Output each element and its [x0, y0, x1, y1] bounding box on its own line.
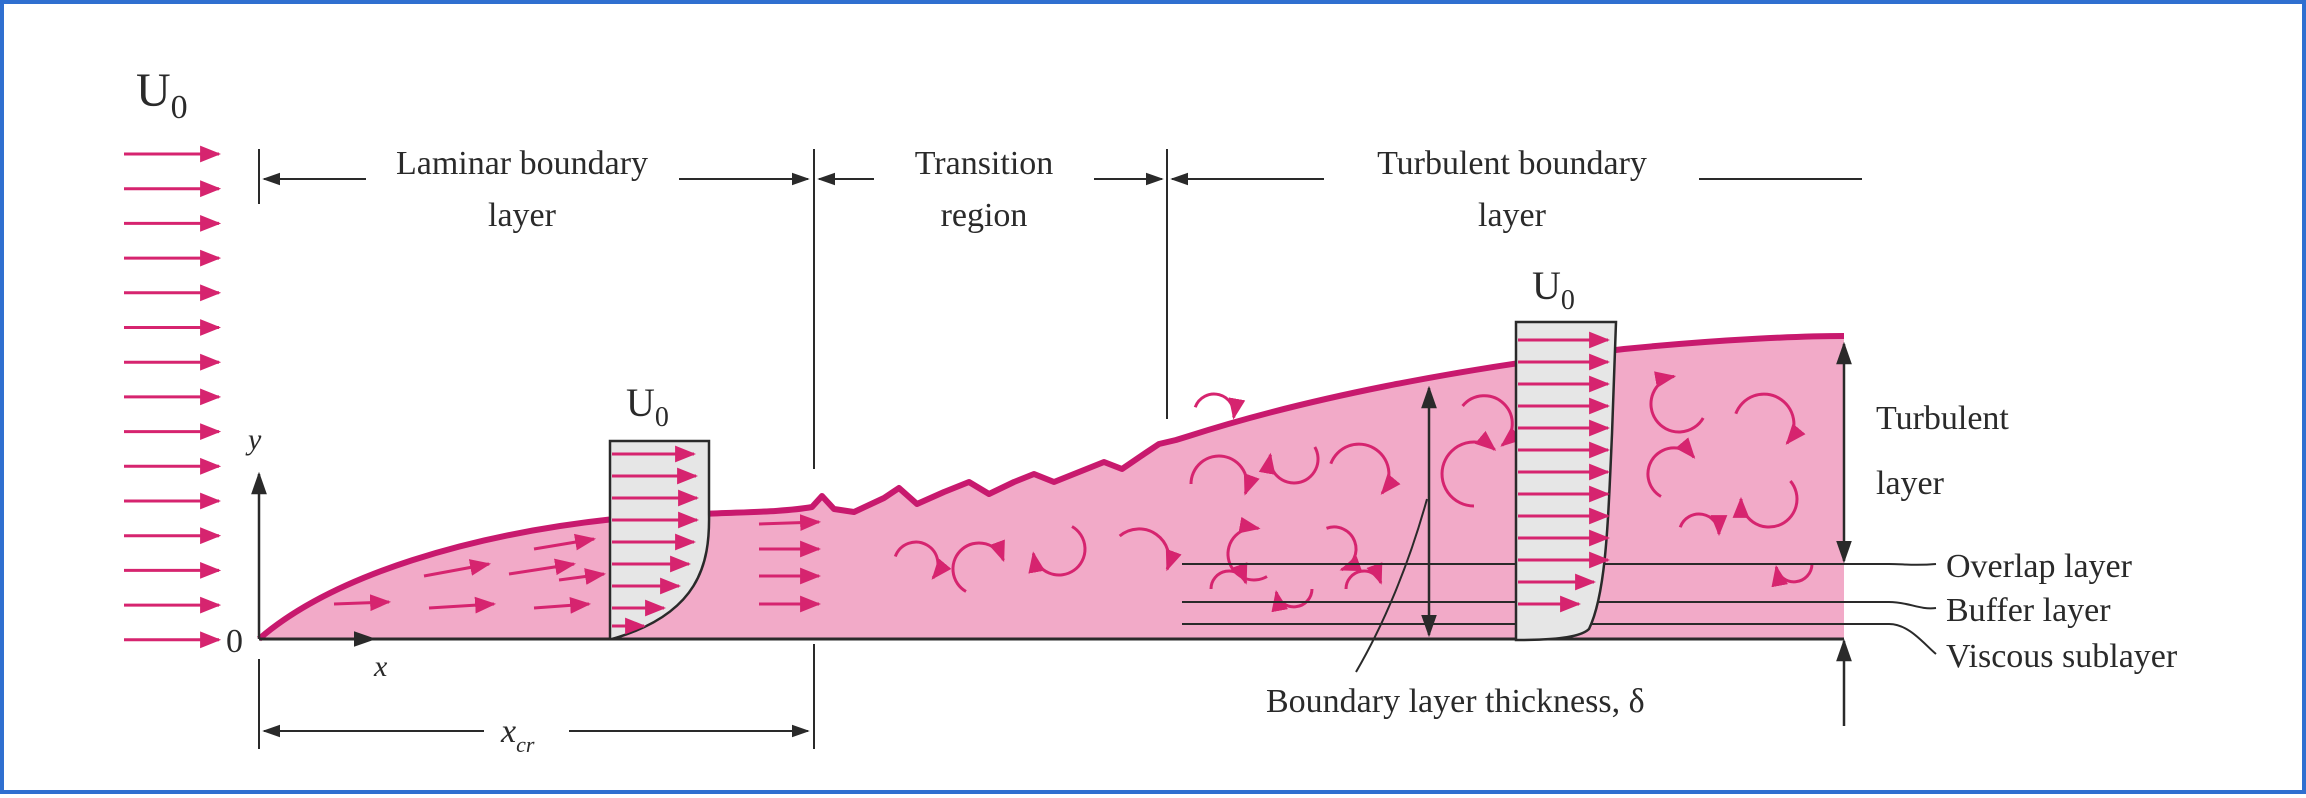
turbulent-profile-label: U0 — [1532, 263, 1575, 316]
boundary-layer-diagram: U0 Laminar boundary layer Transition reg… — [4, 4, 2306, 798]
thickness-label: Boundary layer thickness, δ — [1266, 683, 1645, 720]
laminar-profile-label: U0 — [626, 380, 669, 433]
eddy-swirl — [1195, 394, 1234, 418]
laminar-label-line1: Laminar boundary — [396, 145, 648, 182]
viscous-leader — [1889, 624, 1936, 654]
free-stream-label: U0 — [136, 64, 188, 126]
free-stream-arrows — [124, 154, 219, 640]
origin-label: 0 — [226, 623, 243, 660]
turbulent-layer-label-line1: Turbulent — [1876, 400, 2009, 437]
y-axis-label: y — [245, 423, 262, 456]
laminar-flow-arrow — [759, 522, 819, 524]
buffer-leader — [1889, 602, 1936, 608]
overlap-layer-label: Overlap layer — [1946, 548, 2133, 585]
turbulent-profile-shape — [1516, 322, 1616, 640]
turbulent-layer-label-line2: layer — [1876, 465, 1945, 502]
transition-label-line1: Transition — [915, 145, 1054, 182]
turbulent-label-line2: layer — [1478, 197, 1547, 234]
transition-label-line2: region — [941, 197, 1028, 234]
xcr-label: xcr — [500, 713, 535, 757]
turbulent-label-line1: Turbulent boundary — [1377, 145, 1647, 182]
viscous-sublayer-label: Viscous sublayer — [1946, 638, 2178, 675]
laminar-label-line2: layer — [488, 197, 557, 234]
overlap-leader — [1889, 564, 1936, 565]
laminar-flow-arrow — [334, 602, 389, 604]
buffer-layer-label: Buffer layer — [1946, 592, 2111, 629]
x-axis-label: x — [373, 650, 388, 683]
